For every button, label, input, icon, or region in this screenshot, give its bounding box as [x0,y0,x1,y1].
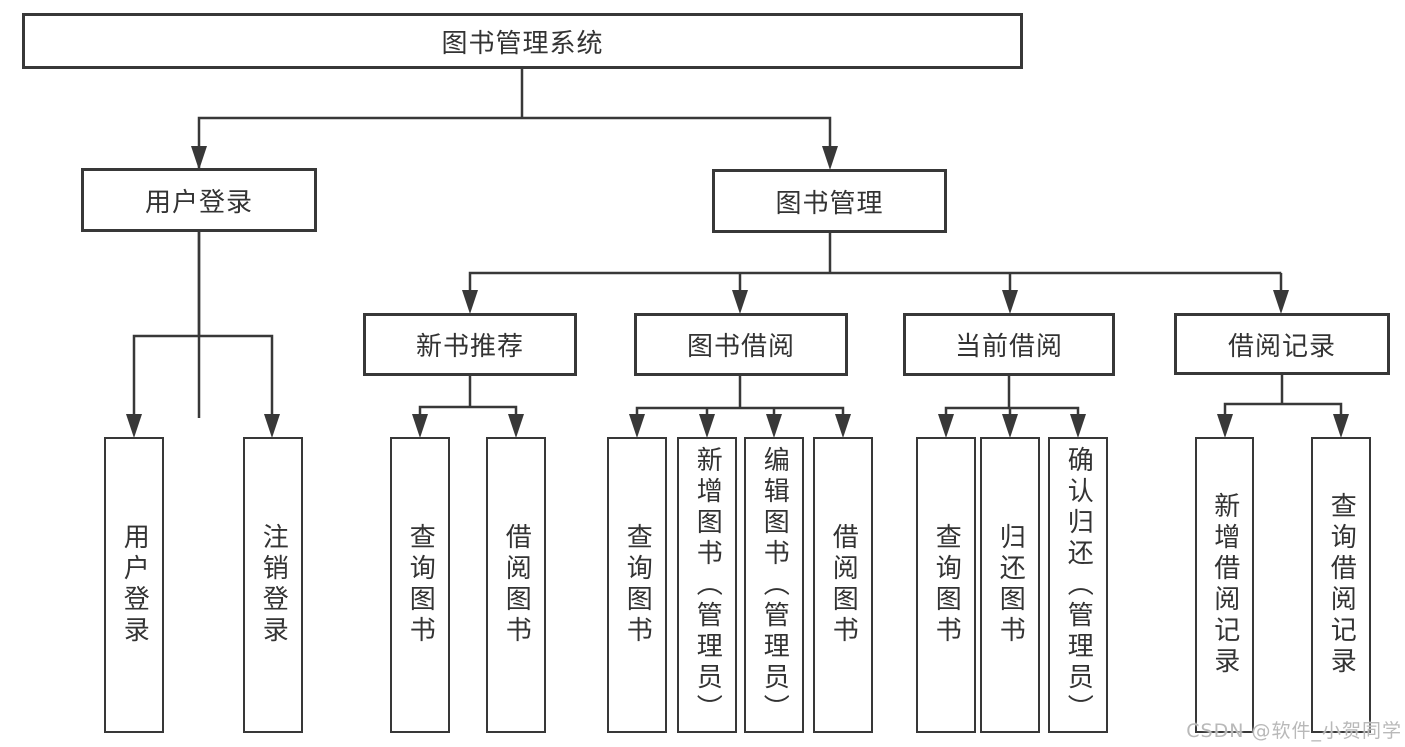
leaf-add-books-admin: 新增图书（管理员） [677,437,737,733]
node-book-borrowing: 图书借阅 [634,313,848,376]
leaf-query-books-current: 查询图书 [916,437,976,733]
node-new-book-recommend: 新书推荐 [363,313,577,376]
leaf-query-borrow-record: 查询借阅记录 [1311,437,1371,733]
node-label: 查询图书 [931,523,962,647]
node-book-management-system: 图书管理系统 [22,13,1023,69]
leaf-edit-books-admin: 编辑图书（管理员） [744,437,804,733]
node-user-login: 用户登录 [81,168,317,232]
node-label: 用户登录 [119,523,150,647]
leaf-query-books-recommend: 查询图书 [390,437,450,733]
node-label: 借阅图书 [501,523,532,647]
node-label: 新增图书（管理员） [692,445,723,725]
leaf-confirm-return-admin: 确认归还（管理员） [1048,437,1108,733]
csdn-watermark: CSDN @软件_小贺同学 [1186,720,1402,742]
node-book-management: 图书管理 [712,169,947,233]
node-label: 编辑图书（管理员） [759,445,790,725]
leaf-return-books: 归还图书 [980,437,1040,733]
node-borrowing-records: 借阅记录 [1174,313,1390,375]
leaf-borrow-books-recommend: 借阅图书 [486,437,546,733]
node-label: 借阅记录 [1227,331,1336,362]
node-label: 新增借阅记录 [1209,492,1240,678]
node-label: 图书借阅 [686,332,795,362]
node-label: 查询图书 [405,523,436,647]
node-label: 当前借阅 [954,332,1063,362]
node-label: 图书管理系统 [441,28,604,59]
leaf-borrow-books-borrowing: 借阅图书 [813,437,873,733]
node-label: 新书推荐 [415,332,524,362]
leaf-query-books-borrowing: 查询图书 [607,437,667,733]
leaf-logout: 注销登录 [243,437,303,733]
node-label: 注销登录 [258,523,289,647]
node-label: 查询借阅记录 [1326,492,1357,678]
leaf-add-borrow-record: 新增借阅记录 [1195,437,1254,733]
node-label: 用户登录 [144,187,253,218]
node-label: 查询图书 [622,523,653,647]
node-label: 确认归还（管理员） [1063,445,1094,725]
leaf-user-login: 用户登录 [104,437,164,733]
node-label: 借阅图书 [828,523,859,647]
node-label: 图书管理 [775,188,884,219]
node-current-borrowing: 当前借阅 [903,313,1115,376]
node-label: 归还图书 [995,523,1026,647]
